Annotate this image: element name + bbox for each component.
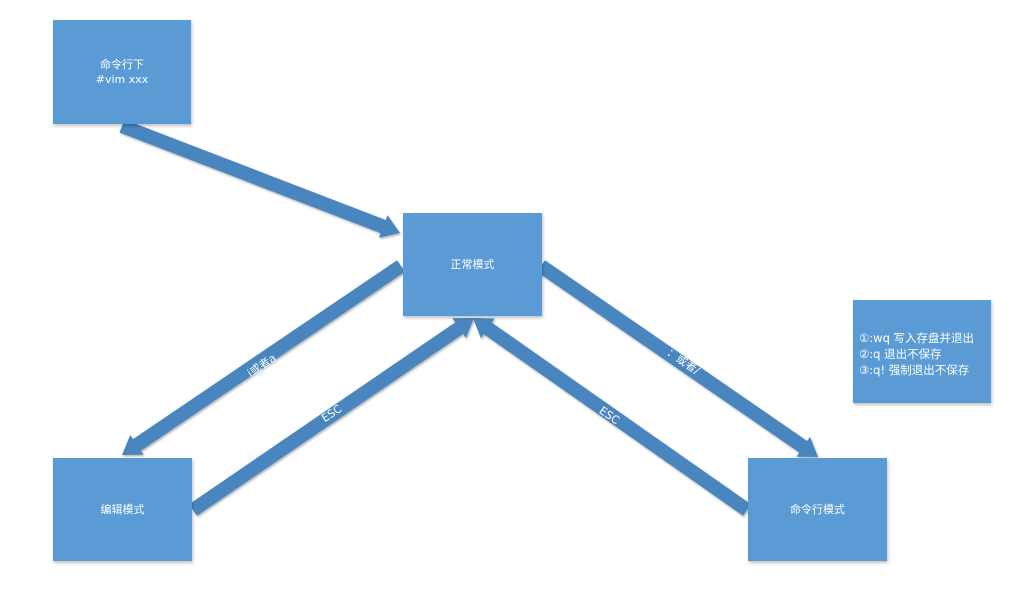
arrow-start-to-normal	[119, 119, 400, 238]
cmd-start-node: 命令行下 #vim xxx	[53, 20, 191, 124]
edit-mode-node: 编辑模式	[53, 458, 192, 561]
edit-mode-label: 编辑模式	[100, 503, 145, 516]
cmd-start-line2: #vim xxx	[95, 73, 149, 86]
arrow-normal-to-edit	[122, 260, 405, 455]
arrow-normal-to-cmdline	[537, 260, 818, 457]
cmdline-mode-label: 命令行模式	[790, 503, 845, 516]
cmd-start-line1: 命令行下	[100, 58, 144, 71]
normal-mode-label: 正常模式	[450, 258, 495, 271]
normal-mode-node: 正常模式	[403, 213, 542, 316]
cmdline-mode-node: 命令行模式	[748, 458, 887, 561]
note-line-1: ①:wq 写入存盘并退出	[859, 331, 975, 345]
arrow-edit-to-normal	[189, 318, 474, 516]
note-line-3: ③:q! 强制退出不保存	[859, 363, 970, 377]
arrow-cmdline-to-normal	[473, 318, 751, 516]
note-line-2: ②:q 退出不保存	[859, 347, 942, 361]
quit-commands-note: ①:wq 写入存盘并退出 ②:q 退出不保存 ③:q! 强制退出不保存	[853, 300, 991, 403]
